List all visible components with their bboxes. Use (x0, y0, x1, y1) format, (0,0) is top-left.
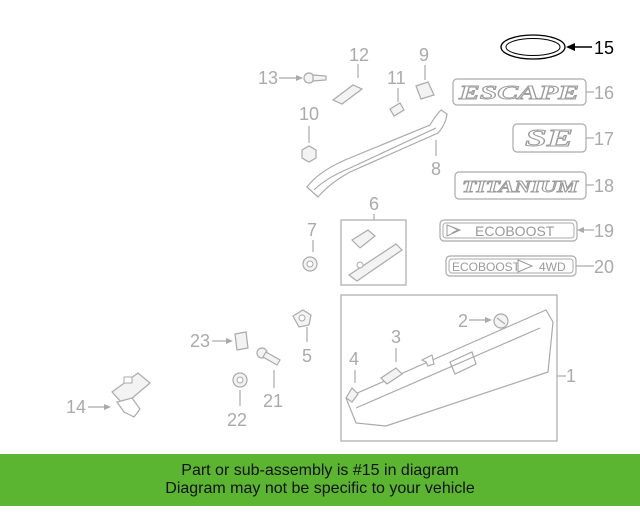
callout-1[interactable]: 1 (566, 366, 576, 386)
part-10-nut[interactable] (301, 145, 317, 163)
callout-19[interactable]: 19 (594, 221, 614, 241)
callout-16[interactable]: 16 (594, 83, 614, 103)
escape-badge-lettering: ESCAPE (457, 82, 579, 104)
banner-line-2: Diagram may not be specific to your vehi… (165, 480, 475, 497)
part-12-plate[interactable] (331, 84, 364, 105)
callout-18[interactable]: 18 (594, 176, 614, 196)
leader-arrow-14 (104, 404, 111, 410)
ecoboost-4wd-swoosh-icon (517, 259, 534, 273)
part-2-screw[interactable] (493, 313, 509, 329)
ecoboost-4wd-left-lettering: ECOBOOST (452, 260, 521, 274)
part-9-clip[interactable] (415, 81, 435, 100)
part-13-screw[interactable] (303, 72, 327, 84)
part-1-license-recess (449, 351, 477, 375)
callout-14[interactable]: 14 (66, 397, 86, 417)
ecoboost-4wd-inner-frame (448, 258, 574, 274)
titanium-badge-lettering: TITANIUM (462, 177, 579, 196)
part-21-bolt[interactable] (256, 347, 281, 366)
callout-21[interactable]: 21 (263, 391, 283, 411)
part-11-clip[interactable] (389, 102, 405, 117)
callout-11[interactable]: 11 (387, 68, 406, 88)
banner-line-1: Part or sub-assembly is #15 in diagram (181, 462, 459, 479)
callout-6[interactable]: 6 (369, 194, 379, 214)
part-22-nut[interactable] (232, 372, 248, 388)
info-banner: Part or sub-assembly is #15 in diagram D… (0, 454, 640, 506)
part-3-clip[interactable] (380, 367, 403, 385)
part-8-trim-edge (313, 127, 437, 191)
se-badge-lettering: SE (525, 126, 573, 152)
part-23-clip[interactable] (234, 331, 249, 351)
leader-arrow-19 (577, 227, 584, 233)
ecoboost-4wd-right-lettering: 4WD (539, 260, 566, 274)
callout-7[interactable]: 7 (307, 220, 317, 240)
part-1-garnish-edge (355, 327, 541, 409)
callout-2[interactable]: 2 (458, 311, 468, 331)
callout-5[interactable]: 5 (302, 346, 312, 366)
part-19-ecoboost-badge[interactable] (439, 219, 578, 242)
part-1-detail-box (340, 294, 558, 442)
part-5-rivet[interactable] (292, 309, 312, 328)
part-15-emblem-outline[interactable] (500, 34, 566, 60)
part-8-trim-strip[interactable] (306, 109, 448, 198)
leader-arrow-23 (226, 338, 233, 344)
callout-3[interactable]: 3 (391, 327, 401, 347)
part-4-clip[interactable] (345, 387, 359, 403)
part-14-camera[interactable] (111, 372, 151, 418)
callout-15[interactable]: 15 (594, 38, 614, 58)
callout-8[interactable]: 8 (431, 159, 441, 179)
part-6-detail-box (340, 219, 407, 286)
callout-20[interactable]: 20 (594, 257, 614, 277)
exploded-parts-diagram: 15 ESCAPE 16 SE 17 TITANIUM 18 ECOBOOST … (66, 34, 614, 442)
ecoboost-swoosh-icon (446, 224, 462, 237)
callout-13[interactable]: 13 (258, 68, 278, 88)
part-3b-clip (420, 354, 435, 367)
callout-22[interactable]: 22 (227, 410, 247, 430)
part-7-pushpin[interactable] (302, 256, 318, 272)
callout-17[interactable]: 17 (594, 129, 614, 149)
part-6-bracket[interactable] (347, 229, 403, 282)
callout-4[interactable]: 4 (349, 349, 359, 369)
callout-10[interactable]: 10 (299, 104, 319, 124)
callout-23[interactable]: 23 (190, 331, 210, 351)
leader-arrow-15 (566, 43, 575, 51)
leader-arrow-13 (296, 75, 303, 81)
ecoboost-badge-inner-frame (442, 222, 575, 239)
callout-12[interactable]: 12 (349, 45, 369, 65)
callout-9[interactable]: 9 (419, 45, 429, 65)
leader-arrow-2 (485, 317, 492, 323)
ecoboost-badge-lettering: ECOBOOST (475, 223, 555, 239)
